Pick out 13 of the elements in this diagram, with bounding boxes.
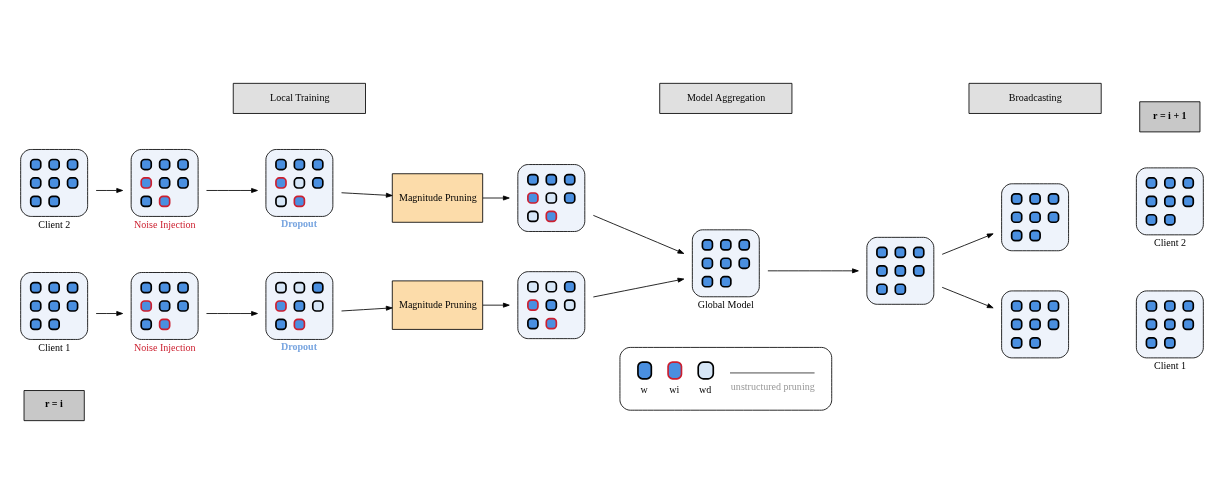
node-label: Global Model — [697, 299, 754, 311]
legend-label: unstructured pruning — [730, 380, 815, 392]
node-label: Dropout — [280, 217, 318, 229]
node-label: Noise Injection — [134, 218, 196, 230]
legend-label: wd — [699, 383, 712, 395]
node-label: Client 1 — [1153, 360, 1186, 372]
node-label: Client 1 — [38, 341, 71, 353]
legend-label: wi — [669, 383, 680, 395]
legend-label: w — [640, 383, 648, 395]
node-label: Dropout — [280, 341, 318, 353]
node-label: Client 2 — [38, 218, 71, 230]
node-label: Client 2 — [1153, 237, 1186, 249]
node-label: Noise Injection — [134, 341, 196, 353]
